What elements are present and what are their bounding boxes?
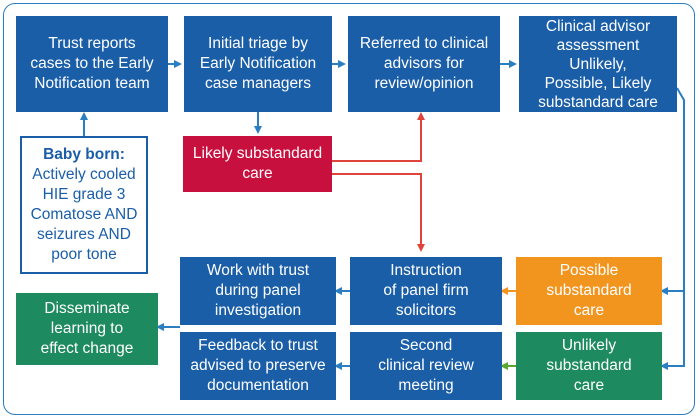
node-feedback-to-trust: Feedback to trust advised to preserve do… <box>180 332 336 400</box>
node-instruction-of-panel-firm: Instruction of panel firm solicitors <box>350 257 502 325</box>
node-clinical-advisor-assessment: Clinical advisor assessment Unlikely, Po… <box>519 16 677 112</box>
baby-born-criteria: Actively cooled HIE grade 3 Comatose AND… <box>30 166 138 263</box>
node-second-clinical-review: Second clinical review meeting <box>350 332 502 400</box>
node-work-with-trust: Work with trust during panel investigati… <box>180 257 336 325</box>
node-likely-substandard-care: Likely substandard care <box>183 136 332 192</box>
arrow-assessment-to-possible <box>660 87 685 295</box>
arrow-assessment-to-unlikely <box>660 291 685 370</box>
node-referred-to-clinical-advisors: Referred to clinical advisors for review… <box>348 16 500 112</box>
node-initial-triage: Initial triage by Early Notification cas… <box>184 16 332 112</box>
arrow-likely-to-instruction <box>332 173 425 252</box>
baby-born-title: Baby born: <box>43 146 125 163</box>
node-unlikely-substandard-care: Unlikely substandard care <box>516 332 662 400</box>
node-trust-reports: Trust reports cases to the Early Notific… <box>16 16 168 112</box>
arrow-likely-to-referred <box>332 112 425 162</box>
node-disseminate-learning: Disseminate learning to effect change <box>16 293 158 365</box>
node-baby-born: Baby born: Actively cooled HIE grade 3 C… <box>20 136 148 274</box>
node-possible-substandard-care: Possible substandard care <box>516 257 662 325</box>
